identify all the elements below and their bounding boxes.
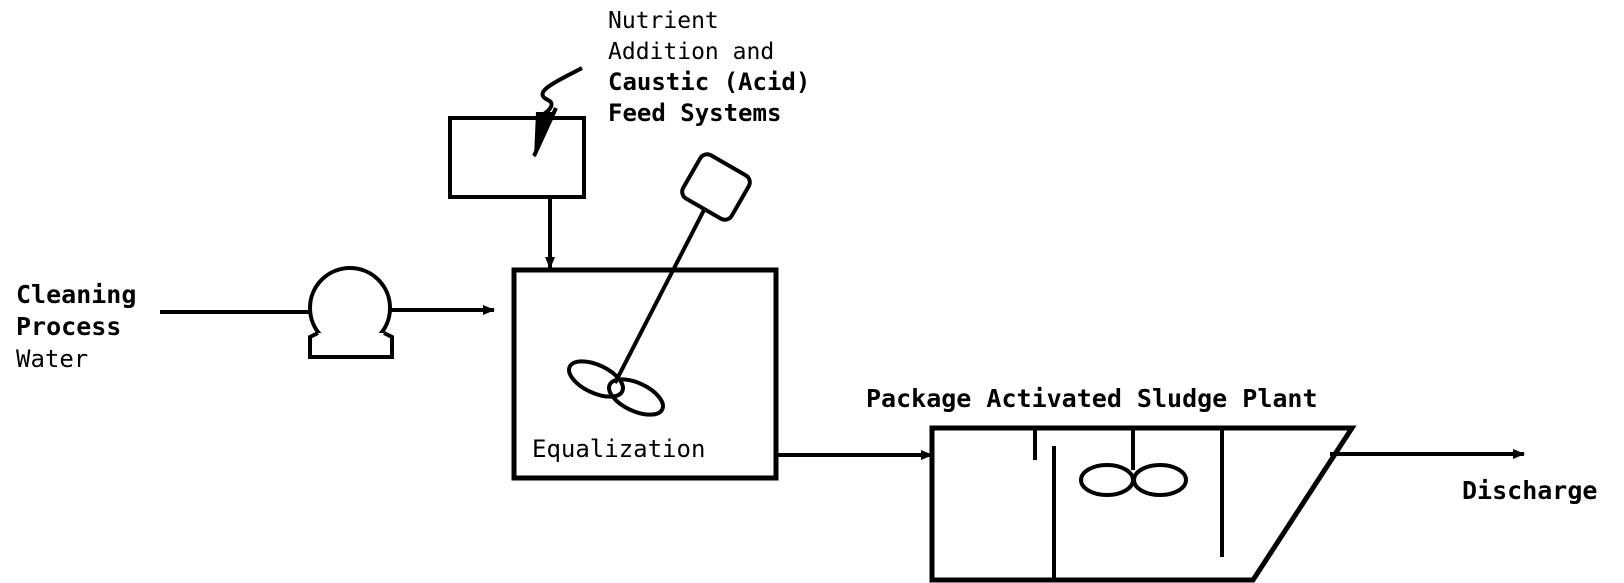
discharge-label: Discharge (1462, 476, 1597, 505)
feed-label-line3: Caustic (Acid) (608, 68, 810, 96)
input-label-line3: Water (16, 345, 88, 373)
mixer-icon (567, 152, 752, 417)
equalization-tank (511, 267, 779, 481)
aerator-icon (1079, 430, 1188, 497)
feed-leader-line (536, 66, 583, 120)
feed-label-line2: Addition and (608, 39, 774, 65)
feed-label-line1: Nutrient (608, 8, 719, 34)
input-label-line1: Cleaning (16, 280, 136, 309)
pump-icon (308, 266, 394, 359)
feed-label-line4: Feed Systems (608, 99, 781, 127)
equalization-label: Equalization (532, 435, 705, 463)
input-label-line2: Process (16, 312, 121, 341)
sludge-plant-tank (929, 425, 1357, 583)
plant-label: Package Activated Sludge Plant (866, 384, 1318, 413)
feed-system-box (448, 116, 586, 199)
